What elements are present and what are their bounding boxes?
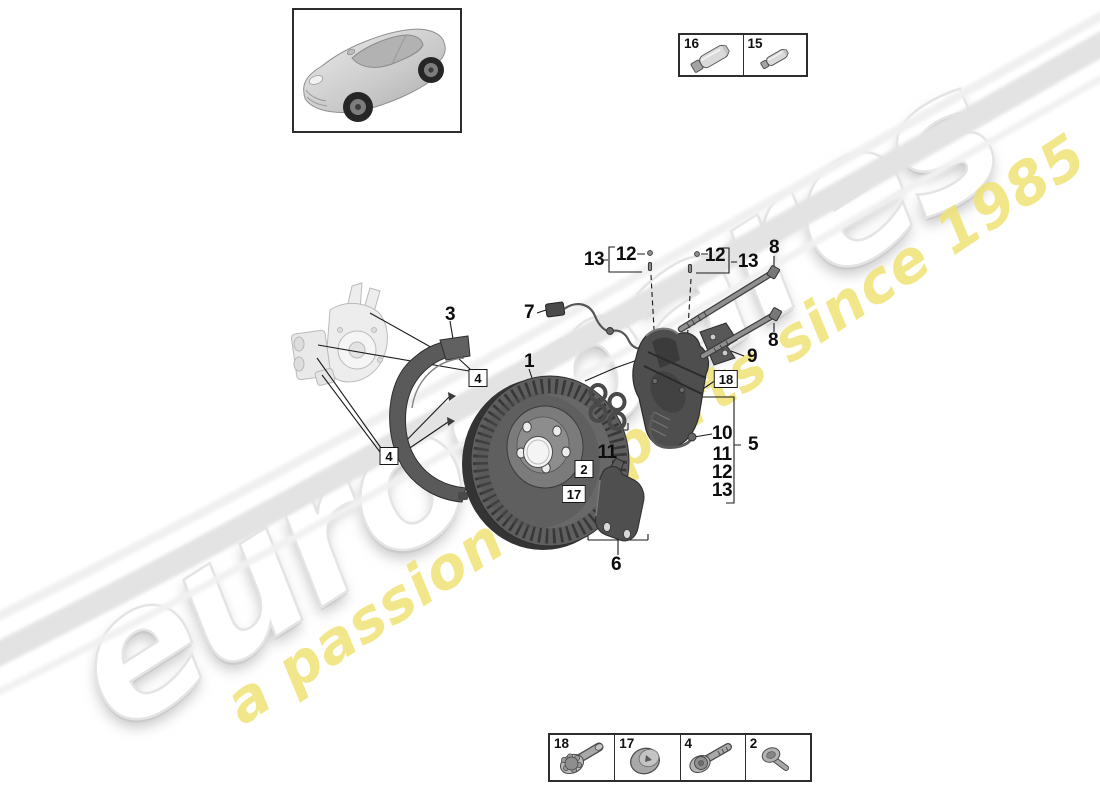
- retaining-pins-drawing: [647, 250, 700, 273]
- callout-13-group[interactable]: 13: [711, 480, 733, 501]
- caliper-bolts-drawing: [677, 265, 782, 360]
- consumable-label: 15: [747, 36, 763, 51]
- consumable-cell-16: 16: [680, 35, 744, 75]
- consumable-label: 16: [684, 36, 700, 51]
- cap-plug-icon: [630, 747, 661, 775]
- hardware-cell-17: 17: [615, 735, 681, 780]
- vehicle-thumbnail-box: [292, 8, 462, 133]
- callout-10[interactable]: 10: [711, 423, 733, 444]
- callout-1[interactable]: 1: [523, 351, 535, 372]
- brake-disc-drawing: [462, 375, 630, 550]
- flanged-bolt-icon: [688, 743, 732, 774]
- callout-5[interactable]: 5: [747, 434, 759, 455]
- callout-12-right[interactable]: 12: [704, 245, 726, 266]
- backing-plate-drawing: [389, 335, 471, 503]
- callout-6[interactable]: 6: [610, 554, 622, 575]
- grease-tube-large-icon: [690, 44, 730, 73]
- callout-13-right[interactable]: 13: [737, 251, 759, 272]
- callout-12-group[interactable]: 12: [711, 462, 733, 483]
- consumable-cell-15: 15: [744, 35, 807, 75]
- hardware-label: 18: [554, 736, 570, 751]
- hardware-label: 17: [619, 736, 635, 751]
- callout-box-2[interactable]: 2: [574, 460, 594, 478]
- brake-caliper-drawing: [632, 327, 710, 449]
- hardware-cell-18: 18: [550, 735, 616, 780]
- callout-box-17[interactable]: 17: [561, 485, 587, 503]
- callout-7[interactable]: 7: [523, 302, 535, 323]
- callout-box-4-lower[interactable]: 4: [379, 447, 399, 465]
- hardware-cell-4: 4: [681, 735, 746, 780]
- hardware-label: 2: [749, 736, 758, 751]
- wear-sensor-drawing: [545, 301, 644, 350]
- callout-9[interactable]: 9: [746, 346, 758, 367]
- consumables-box: 16 15: [678, 33, 808, 77]
- grease-tube-small-icon: [759, 49, 789, 70]
- callout-11-seals[interactable]: 11: [597, 442, 617, 463]
- countersunk-screw-icon: [761, 747, 789, 771]
- callout-box-4-upper[interactable]: 4: [468, 369, 488, 387]
- callout-8-upper[interactable]: 8: [768, 237, 780, 258]
- seal-rings-drawing: [588, 383, 627, 431]
- hardware-cell-2: 2: [746, 735, 810, 780]
- hardware-label: 4: [684, 736, 693, 751]
- damper-plate-drawing: [595, 457, 645, 542]
- callout-8-lower[interactable]: 8: [767, 330, 779, 351]
- callout-12-left[interactable]: 12: [615, 244, 637, 265]
- spline-head-bolt-icon: [560, 742, 604, 775]
- brake-hose-drawing: [648, 411, 697, 449]
- callout-3[interactable]: 3: [444, 304, 456, 325]
- callout-11-group[interactable]: 11: [712, 444, 732, 465]
- callout-13-left[interactable]: 13: [583, 249, 605, 270]
- porsche-panamera-icon: [303, 28, 446, 122]
- wheel-carrier-drawing: [290, 282, 388, 386]
- hardware-box: 18 17: [548, 733, 812, 782]
- callout-box-18[interactable]: 18: [713, 370, 739, 388]
